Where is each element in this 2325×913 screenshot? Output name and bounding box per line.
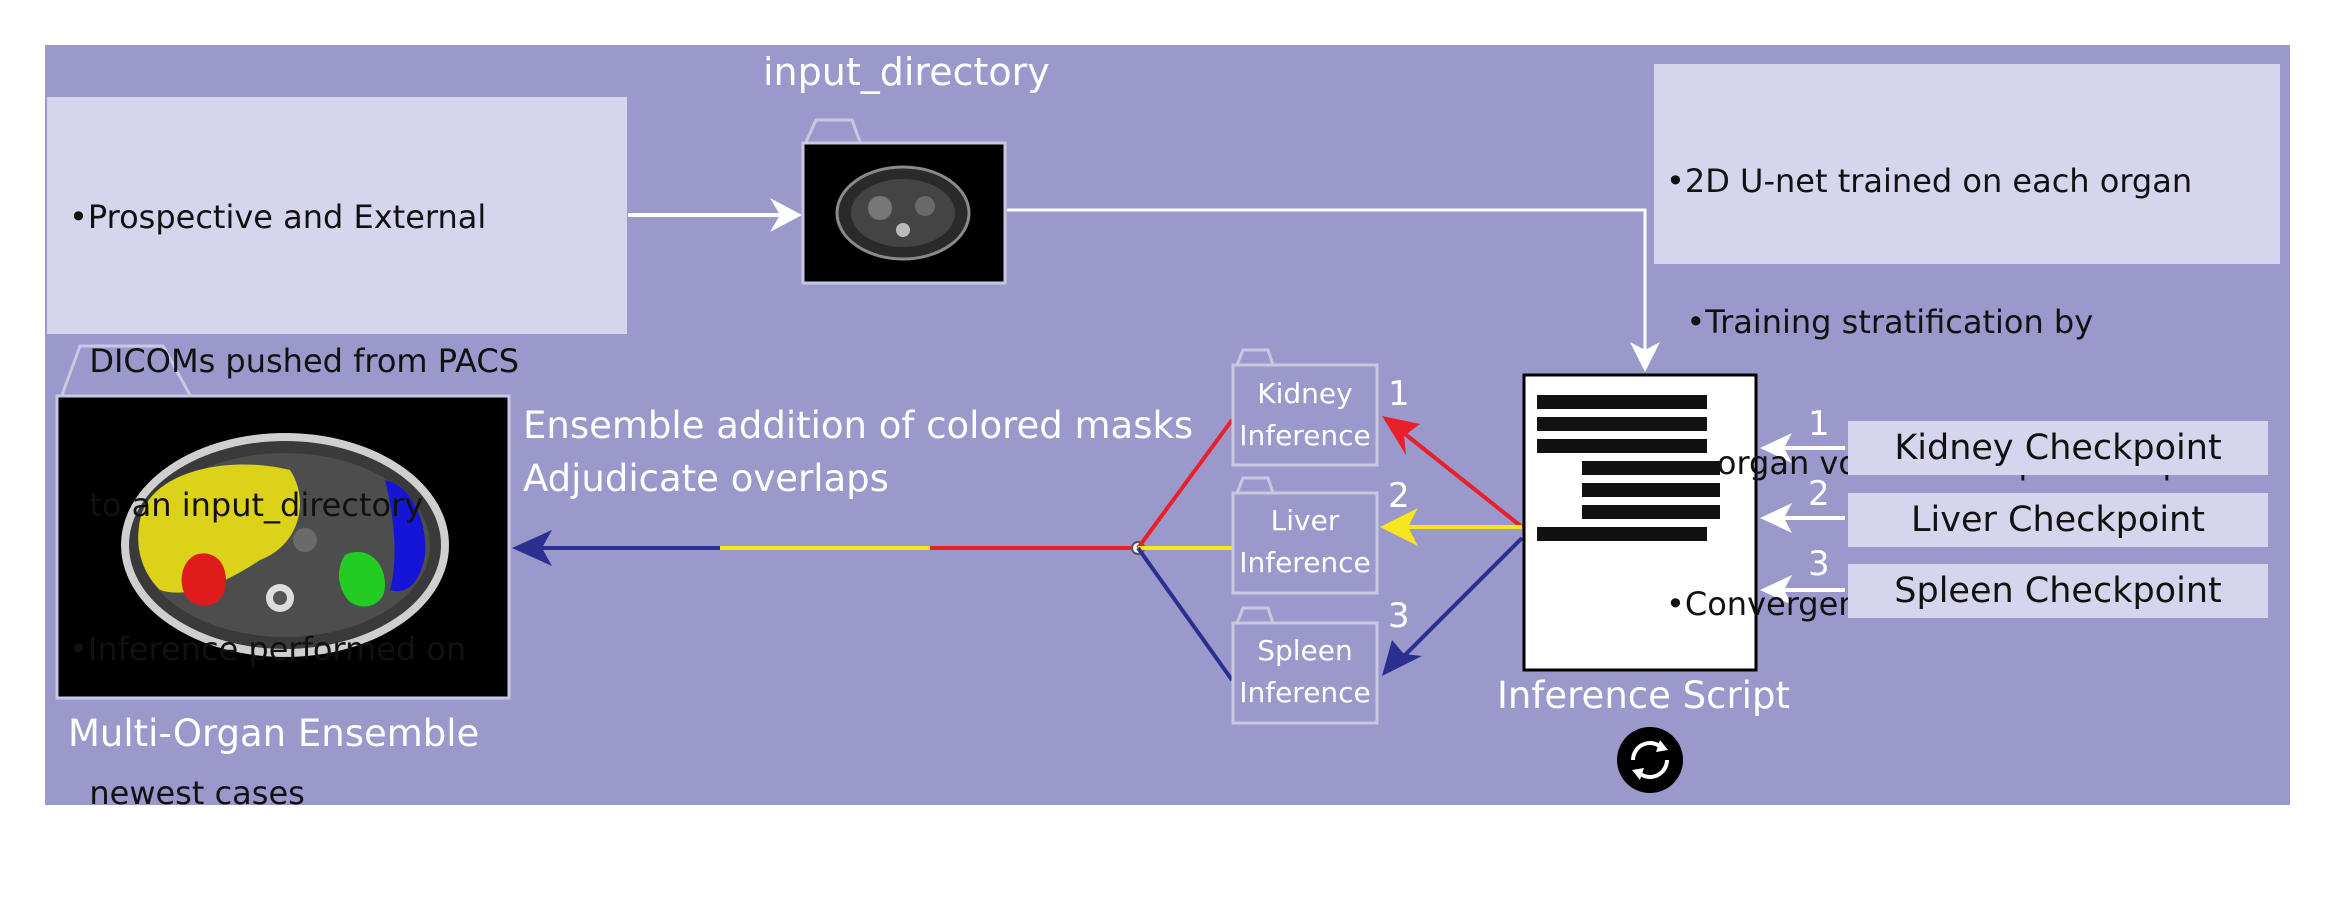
folder-icon [1235, 348, 1275, 366]
spleen-checkpoint-number: 3 [1808, 544, 1830, 584]
spleen-checkpoint-box: Spleen Checkpoint [1848, 564, 2268, 618]
pacs-info-box: •Prospective and External DICOMs pushed … [47, 97, 627, 812]
branch-spleen [1136, 546, 1234, 682]
kidney-inference-folder [1231, 348, 1379, 467]
kidney-inference-number: 1 [1388, 374, 1410, 414]
pacs-line-1: •Prospective and External [69, 198, 487, 236]
kidney-checkpoint-box: Kidney Checkpoint [1848, 421, 2268, 475]
inference-script-label: Inference Script [1497, 674, 1790, 717]
input-directory-folder [801, 118, 1007, 285]
input-to-script-arrowhead [1630, 342, 1660, 372]
spleen-inference-folder [1231, 606, 1379, 725]
input-directory-label: input_directory [763, 50, 1050, 94]
spleen-inference-number: 3 [1388, 596, 1410, 636]
pacs-line-4: •Inference performed on [69, 630, 467, 668]
diagram: input_directory •Prospective and Externa… [45, 45, 2290, 812]
input-to-script-line [1007, 208, 1647, 355]
liver-inference-number: 2 [1388, 476, 1410, 516]
script-to-spleen-arrow [1398, 536, 1524, 662]
ensemble-text-line-1: Ensemble addition of colored masks [523, 404, 1194, 447]
folder-icon [1235, 476, 1275, 494]
training-info-box: •2D U-net trained on each organ •Trainin… [1654, 64, 2280, 623]
folder-icon [60, 344, 192, 396]
diagram-graphics [55, 118, 1845, 793]
liver-checkpoint-box: Liver Checkpoint [1848, 493, 2268, 547]
ensemble-folder [55, 344, 511, 700]
spleen-mask [385, 480, 426, 592]
folder-icon [804, 118, 862, 143]
ensemble-label: Multi-Organ Ensemble [68, 712, 480, 755]
kidney-checkpoint-number: 1 [1808, 404, 1830, 444]
right-kidney-mask [338, 551, 385, 607]
ensemble-text-line-2: Adjudicate overlaps [523, 457, 889, 500]
pacs-line-2: DICOMs pushed from PACS [69, 342, 519, 380]
folder-icon [1235, 606, 1275, 624]
liver-inference-folder [1231, 476, 1379, 595]
training-line-2: •Training stratification by [1666, 303, 2094, 341]
liver-checkpoint-number: 2 [1808, 474, 1830, 514]
script-document-icon [1522, 373, 1758, 672]
liver-mask [138, 464, 300, 593]
branch-kidney [1136, 418, 1234, 550]
pacs-line-5: newest cases [69, 774, 305, 812]
refresh-icon [1617, 727, 1683, 793]
kidney-mask [181, 553, 226, 606]
script-to-kidney-arrow [1398, 428, 1524, 529]
ensemble-arrowhead [512, 530, 552, 566]
pacs-line-3: to an input_directory [69, 486, 424, 524]
training-line-1: •2D U-net trained on each organ [1666, 162, 2193, 200]
